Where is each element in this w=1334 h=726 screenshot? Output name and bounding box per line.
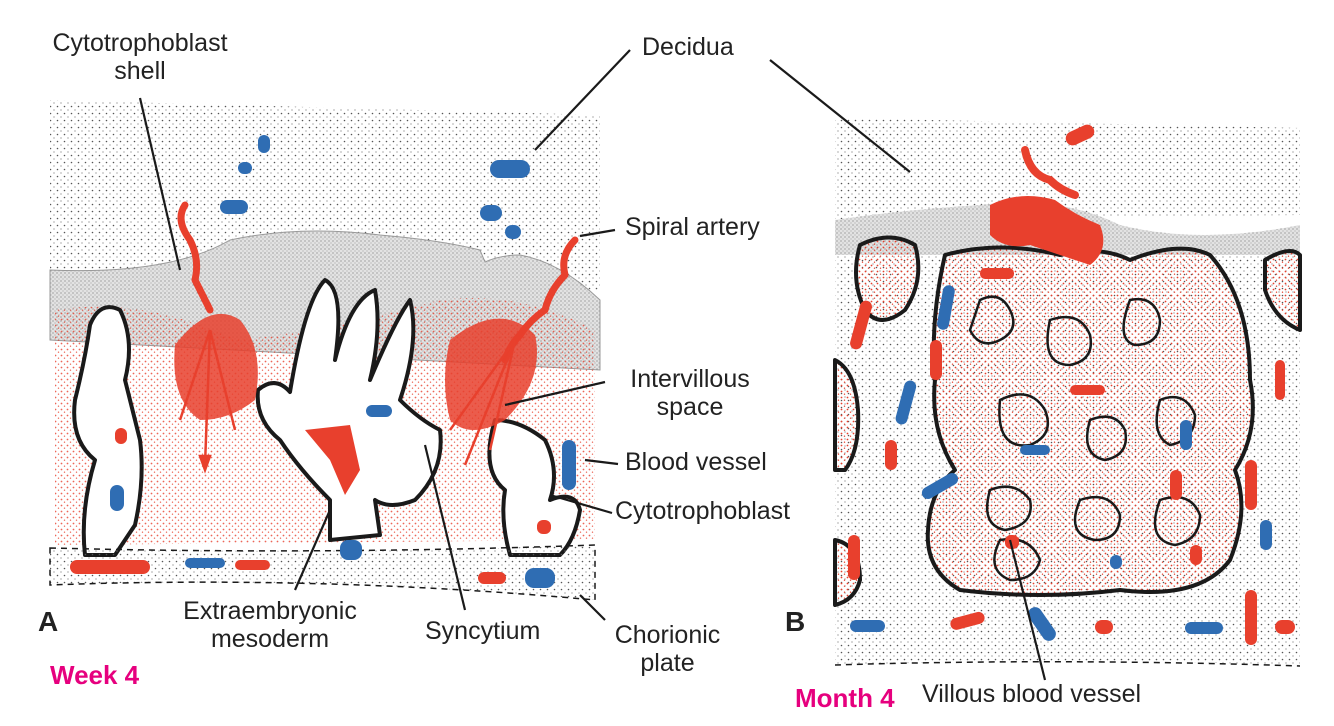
label-intervillous-space-line2: space bbox=[656, 392, 724, 421]
decidua-region-b bbox=[835, 118, 1300, 220]
label-extraembryonic-mesoderm: Extraembryonic mesoderm bbox=[165, 597, 375, 653]
label-chorionic-plate-line1: Chorionic bbox=[614, 621, 721, 649]
panel-a-drawing bbox=[49, 100, 601, 601]
stage-label-week-4: Week 4 bbox=[50, 660, 140, 690]
label-intervillous-space: Intervillous space bbox=[605, 365, 775, 421]
label-decidua: Decidua bbox=[642, 33, 734, 61]
label-cytotrophoblast-shell-line2: shell bbox=[114, 56, 166, 85]
leader-spiral-artery bbox=[579, 228, 616, 238]
label-blood-vessel: Blood vessel bbox=[625, 448, 767, 476]
panel-label-b: B bbox=[785, 606, 806, 637]
leader-decidua-b bbox=[769, 59, 911, 173]
panel-label-a: A bbox=[38, 606, 59, 637]
label-intervillous-space-line1: Intervillous bbox=[630, 365, 750, 393]
vessels-b bbox=[848, 124, 1295, 645]
leader-cytotrophoblast-shell bbox=[138, 97, 182, 271]
label-cytotrophoblast-shell: Cytotrophoblast shell bbox=[20, 29, 260, 85]
vessels-a bbox=[70, 135, 576, 588]
label-villous-blood-vessel: Villous blood vessel bbox=[922, 680, 1142, 708]
villi-branches-b bbox=[968, 295, 1202, 582]
panel-b-drawing bbox=[833, 118, 1302, 667]
label-chorionic-plate: Chorionic plate bbox=[595, 621, 740, 677]
label-chorionic-plate-line2: plate bbox=[640, 648, 695, 677]
leader-chorionic-plate bbox=[579, 594, 606, 621]
stage-label-month-4: Month 4 bbox=[795, 683, 895, 713]
leader-decidua-a bbox=[534, 49, 631, 151]
label-extraembryonic-mesoderm-line1: Extraembryonic bbox=[183, 597, 357, 625]
label-syncytium: Syncytium bbox=[425, 617, 541, 645]
label-extraembryonic-mesoderm-line2: mesoderm bbox=[210, 624, 330, 653]
leader-blood-vessel bbox=[584, 458, 619, 466]
label-cytotrophoblast-shell-line1: Cytotrophoblast bbox=[52, 29, 228, 57]
label-cytotrophoblast: Cytotrophoblast bbox=[615, 497, 791, 525]
leader-syncytium bbox=[423, 444, 467, 611]
dashed-plate-line-b bbox=[834, 660, 1301, 667]
leader-villous-blood-vessel bbox=[1008, 539, 1047, 681]
villi-a bbox=[72, 278, 582, 557]
leader-extraembryonic-mesoderm bbox=[293, 509, 332, 591]
leader-lines bbox=[138, 49, 1047, 681]
leader-intervillous-space bbox=[504, 380, 606, 407]
leader-cytotrophoblast bbox=[549, 493, 613, 515]
label-spiral-artery: Spiral artery bbox=[625, 213, 760, 241]
